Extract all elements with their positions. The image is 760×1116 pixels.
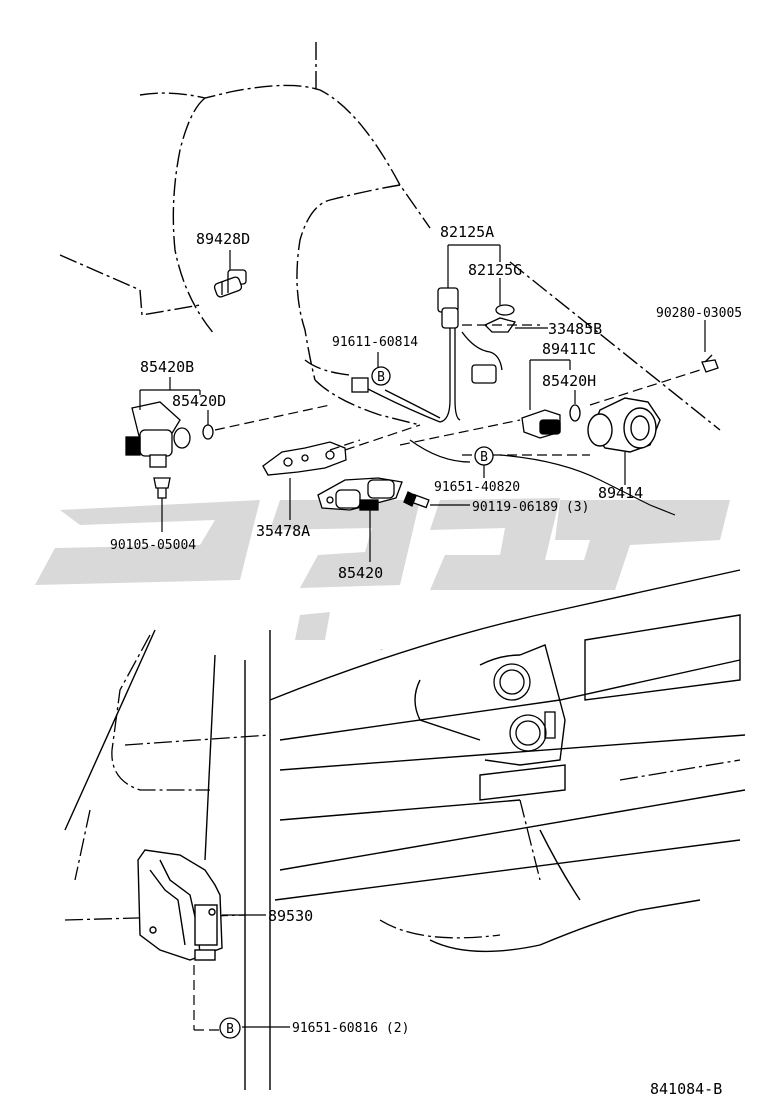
svg-text:B: B [226,1022,234,1037]
label-33485B[interactable]: 33485B [548,320,602,338]
label-90119-06189[interactable]: 90119-06189 (3) [472,500,589,515]
gasket-35478A[interactable] [262,441,347,476]
label-91611-60814[interactable]: 91611-60814 [332,335,418,350]
label-89411C[interactable]: 89411C [542,340,596,358]
label-82125A[interactable]: 82125A [440,223,494,241]
watermark-text: تکوتک [379,649,383,651]
leader-lines [139,244,706,1028]
label-85420H[interactable]: 85420H [542,372,596,390]
sensor-89411C[interactable] [521,409,561,439]
bolt-90119[interactable] [403,491,430,509]
harness-route [409,439,676,516]
label-91651-60816[interactable]: 91651-60816 (2) [292,1021,409,1036]
solenoid-85420[interactable] [317,477,403,511]
svg-text:B: B [480,450,488,465]
label-89530[interactable]: 89530 [268,907,313,925]
label-89414[interactable]: 89414 [598,484,643,502]
o-ring-85420H[interactable] [569,404,581,422]
solenoid-85420B[interactable] [125,401,191,468]
clamp-82125G[interactable] [495,304,515,316]
sensor-89414[interactable] [587,397,661,453]
control-panel-knobs [493,663,556,752]
vehicle-floor [64,569,746,1090]
clip-90280[interactable] [701,354,719,373]
label-90280-03005[interactable]: 90280-03005 [656,306,742,321]
watermark-logo [35,498,730,640]
svg-text:B: B [377,370,385,385]
callout-b-3: B [219,1017,241,1039]
label-82125G[interactable]: 82125G [468,261,522,279]
callout-b-1: B [371,366,391,386]
transmission-housing [59,42,721,431]
o-ring-85420D[interactable] [202,424,214,440]
label-89428D[interactable]: 89428D [196,230,250,248]
callout-b-2: B [474,446,494,466]
ecu-89530[interactable] [137,849,223,961]
diagram-id: 841084-B [650,1080,722,1098]
label-35478A[interactable]: 35478A [256,522,310,540]
wire-harness-82125A[interactable] [351,287,503,423]
label-85420B[interactable]: 85420B [140,358,194,376]
label-85420D[interactable]: 85420D [172,392,226,410]
label-91651-40820[interactable]: 91651-40820 [434,480,520,495]
label-90105-05004[interactable]: 90105-05004 [110,538,196,553]
speed-sensor-89428D[interactable] [213,269,247,298]
bolt-90105[interactable] [153,477,171,499]
label-85420[interactable]: 85420 [338,564,383,582]
